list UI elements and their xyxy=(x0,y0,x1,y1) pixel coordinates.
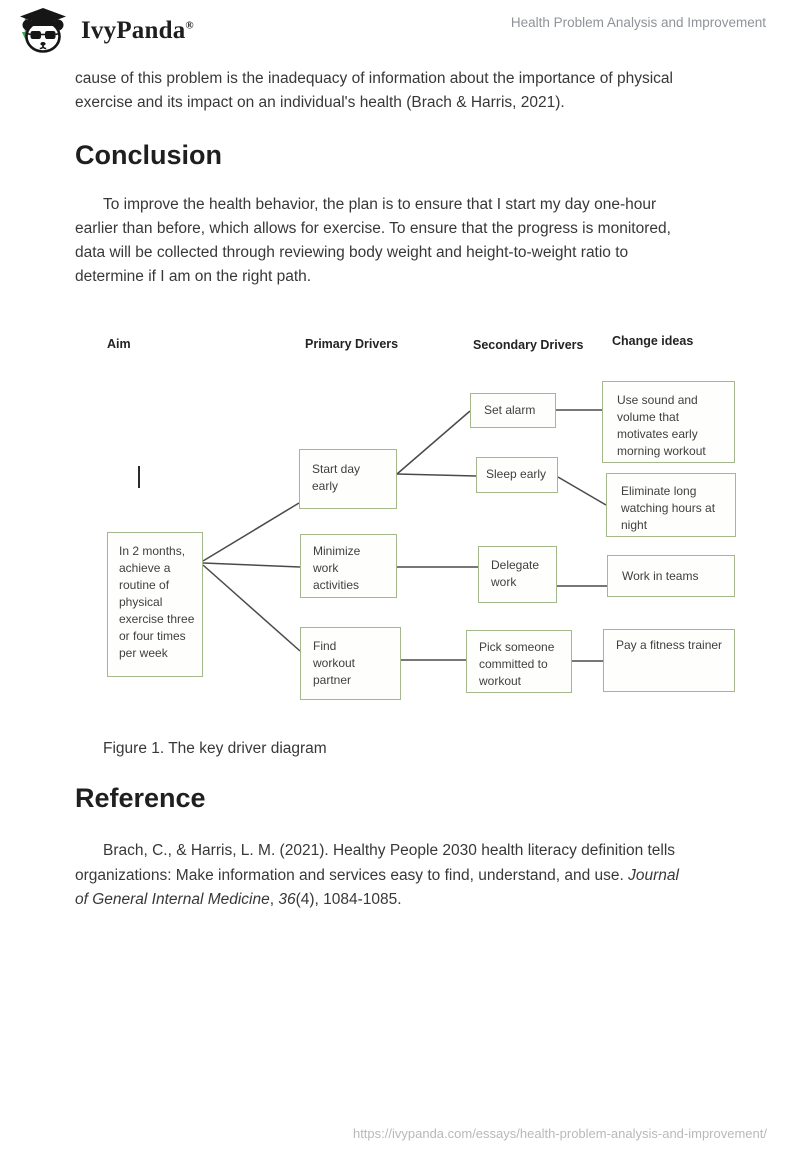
page-header-title: Health Problem Analysis and Improvement xyxy=(510,15,766,30)
figure-caption: Figure 1. The key driver diagram xyxy=(103,740,327,757)
reference-line-1: Brach, C., & Harris, L. M. (2021). Healt… xyxy=(103,842,676,859)
diagram-box-minimize-work: Minimize work activities xyxy=(300,534,397,598)
diagram-box-delegate-work: Delegate work xyxy=(478,546,557,603)
diagram-box-eliminate-watching: Eliminate long watching hours at night xyxy=(606,473,736,537)
registered-trademark: ® xyxy=(185,19,194,32)
conclusion-paragraph: To improve the health behavior, the plan… xyxy=(75,196,671,285)
reference-citation: Brach, C., & Harris, L. M. (2021). Healt… xyxy=(75,839,735,913)
diagram-box-use-sound-volume: Use sound and volume that motivates earl… xyxy=(602,381,735,463)
diagram-column-header-primary-drivers: Primary Drivers xyxy=(305,337,399,351)
ivypanda-panda-logo-icon xyxy=(20,8,66,53)
conclusion-heading: Conclusion xyxy=(75,140,222,170)
brand-name: IvyPanda® xyxy=(81,17,194,44)
diagram-box-start-day-early: Start day early xyxy=(299,449,397,509)
diagram-box-sleep-early: Sleep early xyxy=(476,457,558,493)
reference-heading: Reference xyxy=(75,783,206,813)
text-cursor-mark xyxy=(138,466,140,488)
diagram-column-header-aim: Aim xyxy=(107,337,131,351)
diagram-box-set-alarm: Set alarm xyxy=(470,393,556,428)
diagram-box-work-in-teams: Work in teams xyxy=(607,555,735,597)
intro-paragraph: cause of this problem is the inadequacy … xyxy=(75,70,673,111)
diagram-box-find-workout-partner: Find workout partner xyxy=(300,627,401,700)
diagram-box-pay-fitness-trainer: Pay a fitness trainer xyxy=(603,629,735,692)
diagram-column-header-change-ideas: Change ideas xyxy=(612,334,694,348)
source-url: https://ivypanda.com/essays/health-probl… xyxy=(352,1126,767,1141)
reference-line-2: organizations: Make information and serv… xyxy=(75,866,679,884)
diagram-box-aim: In 2 months, achieve a routine of physic… xyxy=(107,532,203,677)
diagram-box-pick-someone-committed: Pick someone committed to workout xyxy=(466,630,572,693)
reference-line-3: of General Internal Medicine, 36(4), 108… xyxy=(75,891,402,908)
diagram-column-header-secondary-drivers: Secondary Drivers xyxy=(473,338,584,352)
